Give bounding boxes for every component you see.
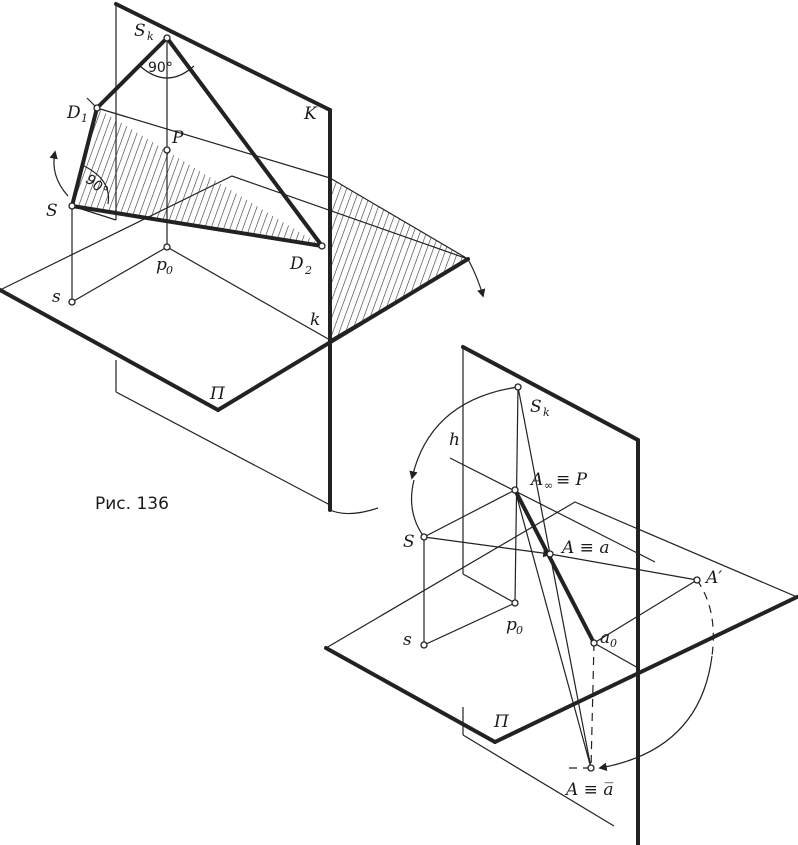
hatched-plane-top-edge xyxy=(96,107,331,179)
label2-a0-sub: 0 xyxy=(610,637,617,650)
label-angle-top: 90° xyxy=(148,60,173,76)
label2-aprime: A′ xyxy=(704,568,722,588)
rotation-arrow-right xyxy=(467,258,486,298)
plane-k-bottom-edge xyxy=(115,391,331,506)
point2-s xyxy=(420,533,428,541)
point-s-lower xyxy=(68,298,76,306)
rotation-arrow-bottom xyxy=(329,507,379,515)
label2-abar: A ≡ a̅ xyxy=(564,780,613,800)
line-p0-base xyxy=(462,573,516,604)
label-p0-sub: 0 xyxy=(166,264,173,277)
point2-aprime xyxy=(693,576,701,584)
point2-abar xyxy=(587,764,595,772)
dashed-a0-abar xyxy=(590,642,595,769)
angle-arc-top xyxy=(139,65,195,79)
label2-ainf-sub: ∞ xyxy=(544,479,553,492)
point2-p0 xyxy=(511,599,519,607)
label-d2-sub: 2 xyxy=(304,264,312,277)
plane-k-top-edge xyxy=(114,2,332,112)
label-p0: p xyxy=(156,255,167,275)
label2-p0-sub: 0 xyxy=(516,624,523,637)
point-p xyxy=(163,146,171,154)
plane-pi-front-right xyxy=(216,257,470,412)
arc-rotation-left-lower xyxy=(411,479,425,538)
label2-sk: S xyxy=(530,397,542,417)
label-sk: S xyxy=(134,21,146,41)
hatched-plane-right xyxy=(329,176,470,342)
arc-rotation-left xyxy=(409,386,519,480)
plane2-top-edge xyxy=(461,345,640,442)
line-s-a xyxy=(423,536,552,558)
point2-a xyxy=(546,550,554,558)
point-p0 xyxy=(163,243,171,251)
edge-d1-s xyxy=(70,106,99,208)
line-p0-k xyxy=(166,246,331,341)
label-d1: D xyxy=(66,103,81,123)
label-k-lower: k xyxy=(310,310,320,330)
plane2-pi-front-left xyxy=(324,646,497,744)
label2-p0: p xyxy=(506,615,517,635)
arc-rotation-right xyxy=(598,655,713,771)
label-pi: Π xyxy=(209,384,226,404)
line-s-aprime xyxy=(549,553,698,581)
angle-arc-left xyxy=(83,165,110,205)
rotation-arrow-left xyxy=(49,150,69,197)
hatched-triangle xyxy=(72,108,322,246)
label-d2: D xyxy=(289,254,304,274)
label-s-lower: s xyxy=(52,287,61,307)
label2-ainf-rest: ≡ P xyxy=(556,470,588,490)
point2-ainf xyxy=(511,486,519,494)
label2-a: A ≡ a xyxy=(560,538,609,558)
label-p: P xyxy=(171,128,184,148)
point-sk xyxy=(163,34,171,42)
edge-sk-d1 xyxy=(95,36,169,110)
point2-a0 xyxy=(590,639,598,647)
label2-h: h xyxy=(449,430,460,450)
point2-sk xyxy=(514,383,522,391)
line-sk-abar xyxy=(517,386,592,769)
point-d1 xyxy=(93,104,101,112)
label2-sk-sub: k xyxy=(543,406,550,419)
plane-pi-front-left xyxy=(0,288,220,412)
edge-sk-d2 xyxy=(165,36,324,248)
plane2-bottom-edge xyxy=(462,734,615,827)
arc-dashed-right xyxy=(696,579,714,657)
label2-pi: Π xyxy=(493,712,510,732)
line-s-p0 xyxy=(71,246,168,303)
line-a0-aprime xyxy=(593,579,698,644)
line-a0-right xyxy=(593,642,639,669)
label-sk-sub: k xyxy=(147,30,154,43)
label-s: S xyxy=(46,201,58,221)
label-d1-sub: 1 xyxy=(81,112,88,125)
point-s xyxy=(68,202,76,210)
line-ainf-abar xyxy=(514,489,592,769)
point-d2 xyxy=(318,242,326,250)
line-h xyxy=(449,457,656,563)
label-k: K xyxy=(303,104,318,124)
segment-ainf-a0 xyxy=(513,488,596,645)
label2-s-lower: s xyxy=(403,630,412,650)
label2-a0: a xyxy=(600,628,610,648)
label2-ainf: A xyxy=(529,470,543,490)
line-s-ainf xyxy=(423,489,516,538)
edge-s-d2 xyxy=(70,204,324,248)
line-s-p0-2 xyxy=(423,602,516,646)
point2-s-lower xyxy=(420,641,428,649)
figure-2: S k h A ∞ ≡ P S A ≡ a A′ p 0 a 0 s Π A ≡… xyxy=(324,345,798,845)
line-s-base xyxy=(71,205,117,221)
plane2-pi-front-right xyxy=(493,595,798,744)
label2-s: S xyxy=(403,532,415,552)
figure-1: S k 90° D 1 P K 90° S D 2 p 0 s k Π xyxy=(0,2,486,515)
figure-caption: Рис. 136 xyxy=(95,494,169,514)
